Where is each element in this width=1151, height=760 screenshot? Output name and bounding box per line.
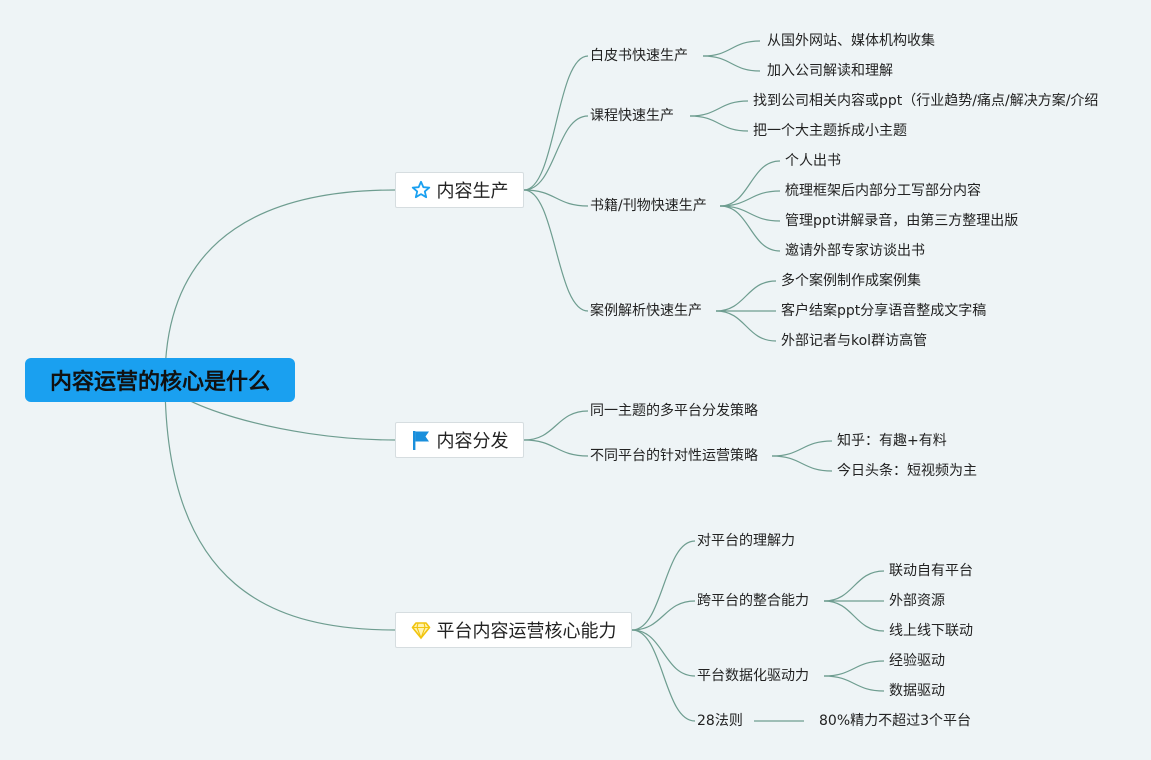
branch-link <box>523 439 589 457</box>
root-link <box>164 189 396 381</box>
branch-link <box>523 410 589 441</box>
branch-link <box>631 629 696 722</box>
subtopic-course[interactable]: 课程快速生产 <box>590 108 674 124</box>
branch-link <box>631 540 696 631</box>
leaf-link <box>715 280 777 312</box>
topic-content-production[interactable]: 内容生产 <box>395 172 524 208</box>
leaf-item[interactable]: 线上线下联动 <box>889 623 973 639</box>
leaf-item[interactable]: 找到公司相关内容或ppt（行业趋势/痛点/解决方案/介绍 <box>753 93 1099 109</box>
leaf-item[interactable]: 从国外网站、媒体机构收集 <box>767 33 935 49</box>
branch-link <box>631 629 696 677</box>
leaf-link <box>702 55 761 72</box>
topic-content-distribution[interactable]: 内容分发 <box>395 422 524 458</box>
leaf-link <box>715 310 777 342</box>
leaf-link <box>823 570 885 602</box>
leaf-item[interactable]: 个人出书 <box>785 153 841 169</box>
leaf-link <box>689 100 749 117</box>
branch-link <box>523 189 589 207</box>
root-topic[interactable]: 内容运营的核心是什么 <box>25 358 295 402</box>
subtopic-whitepaper[interactable]: 白皮书快速生产 <box>590 48 688 64</box>
branch-link <box>523 55 589 191</box>
subtopic-case-study[interactable]: 案例解析快速生产 <box>590 303 702 319</box>
leaf-item[interactable]: 联动自有平台 <box>889 563 973 579</box>
leaf-link <box>719 190 781 207</box>
subtopic-books[interactable]: 书籍/刊物快速生产 <box>590 198 707 214</box>
leaf-link <box>823 660 885 677</box>
subtopic-targeted-ops[interactable]: 不同平台的针对性运营策略 <box>590 448 758 464</box>
leaf-item[interactable]: 数据驱动 <box>889 683 945 699</box>
topic-core-capability[interactable]: 平台内容运营核心能力 <box>395 612 632 648</box>
leaf-link <box>823 600 885 632</box>
leaf-link <box>823 675 885 692</box>
leaf-item[interactable]: 80%精力不超过3个平台 <box>819 713 972 729</box>
subtopic-multi-platform[interactable]: 同一主题的多平台分发策略 <box>590 403 758 419</box>
leaf-link <box>771 440 833 457</box>
leaf-link <box>719 205 781 252</box>
leaf-item[interactable]: 多个案例制作成案例集 <box>781 273 921 289</box>
branch-link <box>523 189 589 312</box>
leaf-item[interactable]: 邀请外部专家访谈出书 <box>785 243 925 259</box>
leaf-link <box>771 455 833 472</box>
leaf-link <box>719 205 781 222</box>
diamond-icon <box>411 620 431 640</box>
leaf-item[interactable]: 把一个大主题拆成小主题 <box>753 123 907 139</box>
leaf-item[interactable]: 加入公司解读和理解 <box>767 63 893 79</box>
root-link <box>164 379 396 631</box>
leaf-link <box>702 40 761 57</box>
leaf-item[interactable]: 经验驱动 <box>889 653 945 669</box>
root-topic-label: 内容运营的核心是什么 <box>49 370 270 395</box>
subtopic-28-rule[interactable]: 28法则 <box>697 713 743 729</box>
leaf-item[interactable]: 管理ppt讲解录音，由第三方整理出版 <box>785 213 1019 229</box>
leaf-item[interactable]: 外部资源 <box>889 593 945 609</box>
leaf-item[interactable]: 今日头条：短视频为主 <box>837 463 977 479</box>
leaf-link <box>719 160 781 207</box>
subtopic-platform-understanding[interactable]: 对平台的理解力 <box>697 533 795 549</box>
leaf-link <box>689 115 749 132</box>
subtopic-integration[interactable]: 跨平台的整合能力 <box>697 593 809 609</box>
topic-label: 内容生产 <box>436 181 509 202</box>
star-icon <box>411 180 431 200</box>
flag-icon <box>411 429 431 451</box>
topic-label: 内容分发 <box>436 431 509 452</box>
branch-link <box>523 115 589 191</box>
leaf-item[interactable]: 知乎：有趣+有料 <box>837 433 947 449</box>
leaf-item[interactable]: 客户结案ppt分享语音整成文字稿 <box>781 303 987 319</box>
subtopic-data-driven[interactable]: 平台数据化驱动力 <box>697 668 809 684</box>
leaf-item[interactable]: 梳理框架后内部分工写部分内容 <box>785 183 981 199</box>
leaf-item[interactable]: 外部记者与kol群访高管 <box>781 333 928 349</box>
topic-label: 平台内容运营核心能力 <box>436 621 617 642</box>
branch-link <box>631 600 696 631</box>
